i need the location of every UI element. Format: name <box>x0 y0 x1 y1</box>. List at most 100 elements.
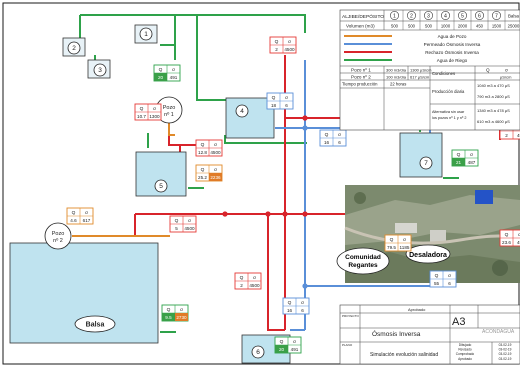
title-project-value: Ósmosis Inversa <box>372 329 421 338</box>
legend-time-value: 22 horas <box>390 82 406 87</box>
legend-pozo2-cond: 617 µS/cm <box>410 75 430 80</box>
title-plan-label: PLANO <box>342 343 353 347</box>
legend-tank-volume: 2000 <box>458 24 468 29</box>
flow-box-q-value: 2 <box>505 133 508 138</box>
valve <box>302 125 308 131</box>
flow-box-s-header: σ <box>172 68 175 73</box>
flow-box-s-value: 617 <box>83 218 91 223</box>
tank-label: 3 <box>98 67 102 74</box>
tank-label: 1 <box>144 31 148 38</box>
flow-box-s-value: 2730 <box>176 315 187 320</box>
title-project-label: PROYECTO <box>342 314 359 318</box>
legend-line-well: Agua de Pozo <box>344 34 467 39</box>
legend-s-label: σ <box>505 68 508 73</box>
legend-pozo2-flow: 100 m3/día <box>386 75 407 80</box>
legend-tank-id: Balsa <box>508 14 520 19</box>
legend-tank-volume: 500 <box>408 24 416 29</box>
flow-box-s-value: 1185 <box>400 245 410 250</box>
tank-label: Balsa <box>86 322 105 329</box>
legend-unit: µS/cm <box>500 75 512 80</box>
title-row-label: Aprobado <box>458 357 472 361</box>
tank-1: 1 <box>134 24 158 44</box>
flow-box-s-value: 6 <box>285 103 288 108</box>
flow-box-q-value: 21 <box>456 160 462 165</box>
flow-box-s-value: 4500 <box>210 150 221 155</box>
flow-box-q-value: 16 <box>287 308 293 313</box>
map-pool <box>475 190 493 204</box>
valve <box>302 211 308 217</box>
legend-prod-row-1: 1040 m3 a 470 µS <box>477 83 510 88</box>
legend-line-label: Agua de Pozo <box>438 34 467 39</box>
flow-box-s-header: σ <box>293 340 296 345</box>
pipe-tank4-feed <box>196 15 231 110</box>
tank-label: 5 <box>159 183 163 190</box>
legend-line-reject: Rechazo Ósmosis Inversa <box>344 49 479 55</box>
flow-box-q-value: 25.2 <box>198 175 207 180</box>
flow-box-s-header: σ <box>214 143 217 148</box>
flow-box-q-value: 10.7 <box>137 114 146 119</box>
tank-4: 4 <box>225 97 275 139</box>
flow-box-s-header: σ <box>188 219 191 224</box>
legend-tank-cell: 2500 <box>406 11 416 29</box>
flow-box-s-value: 491 <box>170 75 178 80</box>
flow-box-q-value: 23.6 <box>502 240 511 245</box>
flow-box-s-value: 6 <box>448 281 451 286</box>
legend-line-label: Rechazo Ósmosis Inversa <box>425 49 479 55</box>
tank-2: 2 <box>62 37 86 57</box>
flow-box-s-header: σ <box>153 107 156 112</box>
legend-tank-cell: 1500 <box>389 11 399 29</box>
flow-box-s-value: 45 <box>517 133 520 138</box>
flow-box-s-value: 6 <box>301 308 304 313</box>
legend-pozo1-flow: 300 m3/día <box>386 68 407 73</box>
flow-box-q-value: 9.5 <box>165 315 172 320</box>
community-ellipse <box>336 247 390 275</box>
map-labels: Comunidad Regantes Desaladora <box>336 244 451 275</box>
title-row-label: Dibujado <box>459 343 472 347</box>
tank-label-ellipse <box>74 315 116 333</box>
well-circle <box>44 222 72 250</box>
flow-box-q-value: 79.5 <box>387 245 396 250</box>
legend-tank-volume: 1000 <box>441 24 451 29</box>
tank-label-circle <box>67 41 81 55</box>
flow-box-q-header: Q <box>280 339 284 345</box>
flow-box-s-value: 4500 <box>184 226 195 231</box>
flow-box-q-header: Q <box>457 152 461 158</box>
title-approved-label: Aprobado <box>408 307 426 312</box>
legend-tank-cells: 1500250035004100052000645071500Balsa2500… <box>389 10 520 30</box>
tank-label: 7 <box>424 160 428 167</box>
map-building <box>395 223 417 233</box>
tank-label-circle <box>235 104 249 118</box>
legend-alt-row-2: 610 m3 a 4600 µS <box>477 119 510 124</box>
legend-tank-id: 3 <box>427 14 430 20</box>
legend-alternative-label-2: los pozos nº 1 y nº 2 <box>432 116 466 120</box>
tank-balsa: Balsa <box>9 242 159 344</box>
flow-box-s-header: σ <box>338 133 341 138</box>
tank-label-circle <box>93 63 107 77</box>
flow-box-q-value: 18 <box>271 103 277 108</box>
map-terrain <box>345 195 520 245</box>
flow-box-s-header: σ <box>85 211 88 216</box>
map-tree <box>492 260 508 276</box>
valve <box>302 283 308 289</box>
pipe-tank4-out <box>224 135 307 144</box>
well-label-line2: nº 2 <box>53 237 63 244</box>
flow-box-q-header: Q <box>390 237 394 243</box>
well-label-line1: Pozo <box>163 105 176 111</box>
legend-pozo2-label: Pozo nº 2 <box>351 75 371 80</box>
legend-header-label: ALJIBE/DEPÓSITO <box>342 13 384 20</box>
tank-body <box>225 97 275 139</box>
